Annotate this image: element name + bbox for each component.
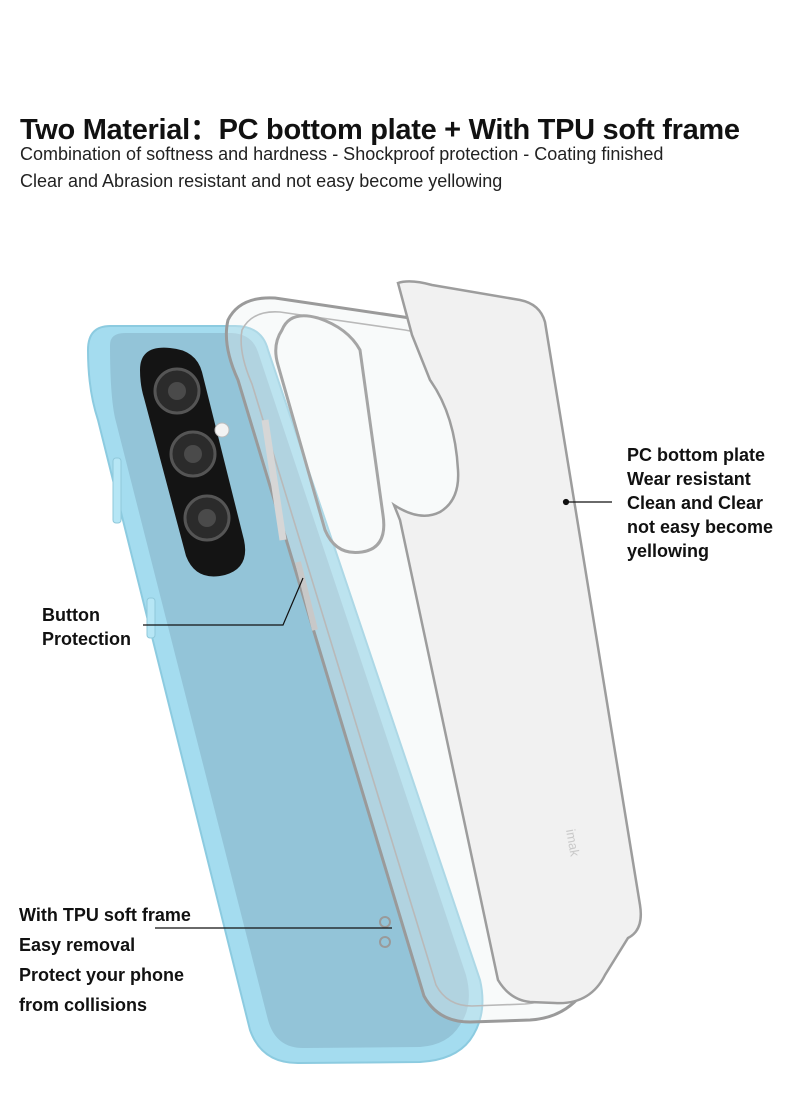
callout-line: Button bbox=[42, 605, 100, 625]
callout-line: Protection bbox=[42, 629, 132, 649]
subtitle-line-1: Combination of softness and hardness - S… bbox=[20, 144, 664, 164]
callout-line: With TPU soft frame bbox=[19, 905, 191, 925]
callout-line: Wear resistant bbox=[627, 469, 751, 489]
volume-button bbox=[112, 457, 122, 524]
callout-line: from collisions bbox=[19, 995, 148, 1015]
power-button bbox=[146, 597, 156, 639]
phone bbox=[86, 324, 484, 1065]
pc-plate-callout: PC bottom plate Wear resistant Clean and… bbox=[627, 443, 773, 563]
callout-line: Clean and Clear bbox=[627, 493, 764, 513]
callout-line: not easy become bbox=[627, 517, 774, 537]
pc-plate: imak bbox=[391, 280, 642, 1005]
callout-line: PC bottom plate bbox=[627, 445, 765, 465]
callout-line: Easy removal bbox=[19, 935, 136, 955]
flash bbox=[214, 422, 230, 438]
tpu-frame-callout: With TPU soft frame Easy removal Protect… bbox=[19, 900, 191, 1020]
imak-logo: imak bbox=[563, 828, 583, 858]
callout-lines bbox=[143, 498, 612, 929]
button-protection-callout: Button Protection bbox=[42, 603, 131, 651]
subtitle-line-2: Clear and Abrasion resistant and not eas… bbox=[20, 171, 503, 191]
page-title: Two Material：PC bottom plate + With TPU … bbox=[20, 114, 740, 146]
callout-line: Protect your phone bbox=[19, 965, 185, 985]
callout-line: yellowing bbox=[627, 541, 710, 561]
